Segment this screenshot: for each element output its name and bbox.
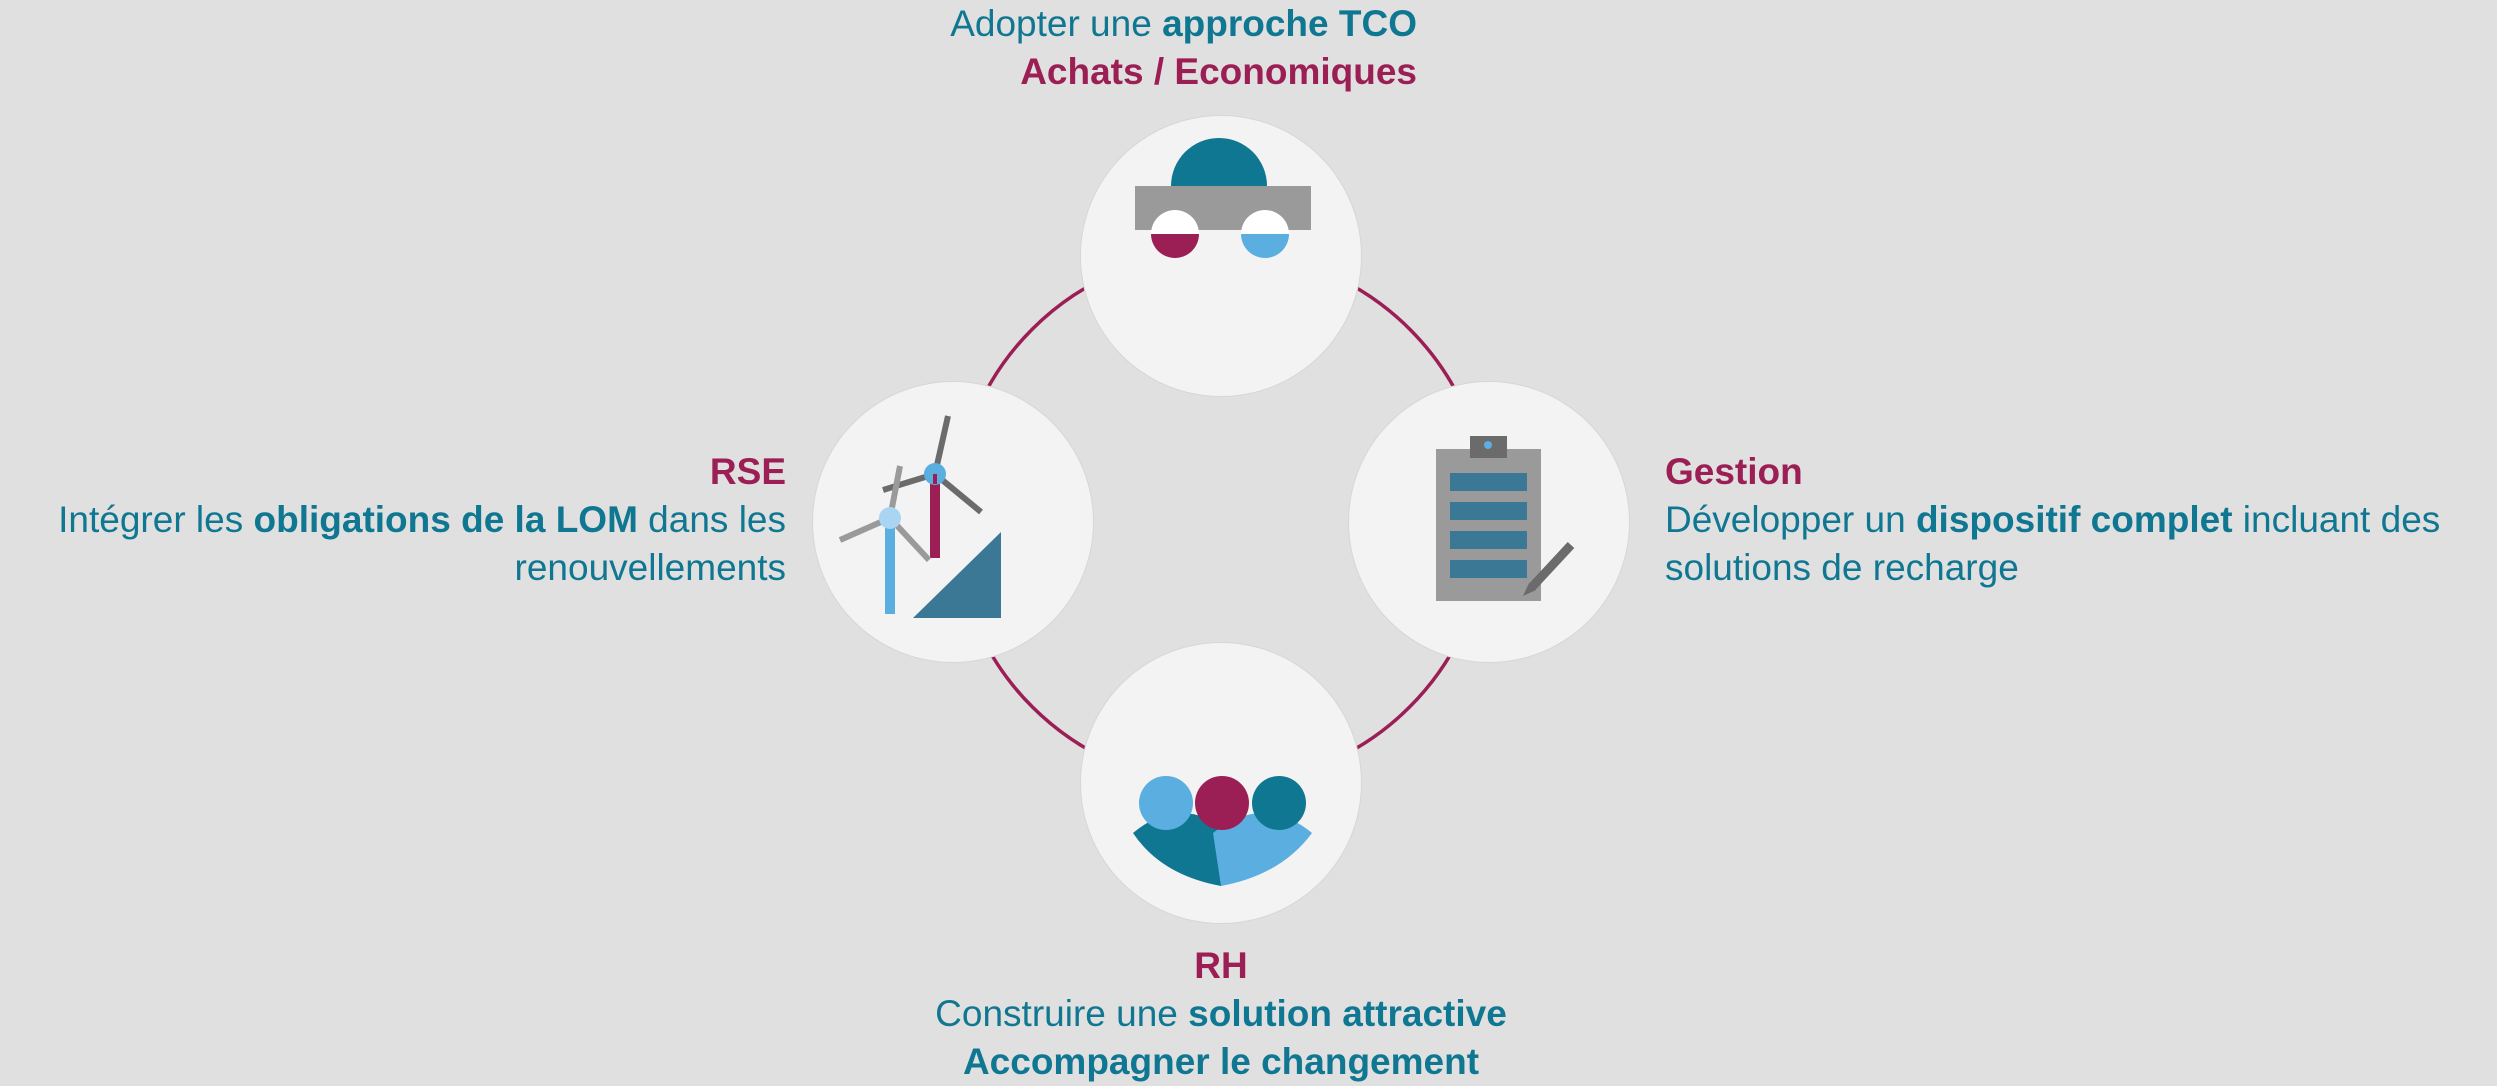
- left-text-block: RSE Intégrer les obligations de la LOM d…: [58, 448, 786, 592]
- right-title: Gestion: [1665, 451, 1803, 492]
- clipboard-icon: [1436, 436, 1575, 601]
- top-text-block: Adopter une approche TCO Achats / Econom…: [950, 0, 1417, 96]
- top-node-circle: [1081, 116, 1361, 396]
- top-line1: Adopter une approche TCO: [950, 3, 1417, 44]
- bottom-node-circle: [1081, 643, 1361, 923]
- left-line1: Intégrer les obligations de la LOM dans …: [58, 499, 786, 540]
- people-group-icon: [1133, 776, 1312, 886]
- car-icon: [1135, 138, 1311, 258]
- left-title: RSE: [709, 451, 786, 492]
- bottom-line1: Construire une solution attractive: [935, 993, 1507, 1034]
- left-line2: renouvellements: [514, 547, 786, 588]
- left-node-circle: [813, 382, 1093, 662]
- right-line2: solutions de recharge: [1665, 547, 2019, 588]
- right-node-circle: [1349, 382, 1629, 662]
- bottom-line2: Accompagner le changement: [962, 1041, 1480, 1082]
- right-line1: Développer un dispositif complet incluan…: [1665, 499, 2441, 540]
- bottom-title: RH: [1194, 945, 1248, 986]
- bottom-text-block: RH Construire une solution attractive Ac…: [871, 942, 1571, 1086]
- right-text-block: Gestion Développer un dispositif complet…: [1665, 448, 2440, 592]
- top-line2: Achats / Economiques: [1020, 51, 1417, 92]
- wind-turbine-icon: [838, 415, 1001, 618]
